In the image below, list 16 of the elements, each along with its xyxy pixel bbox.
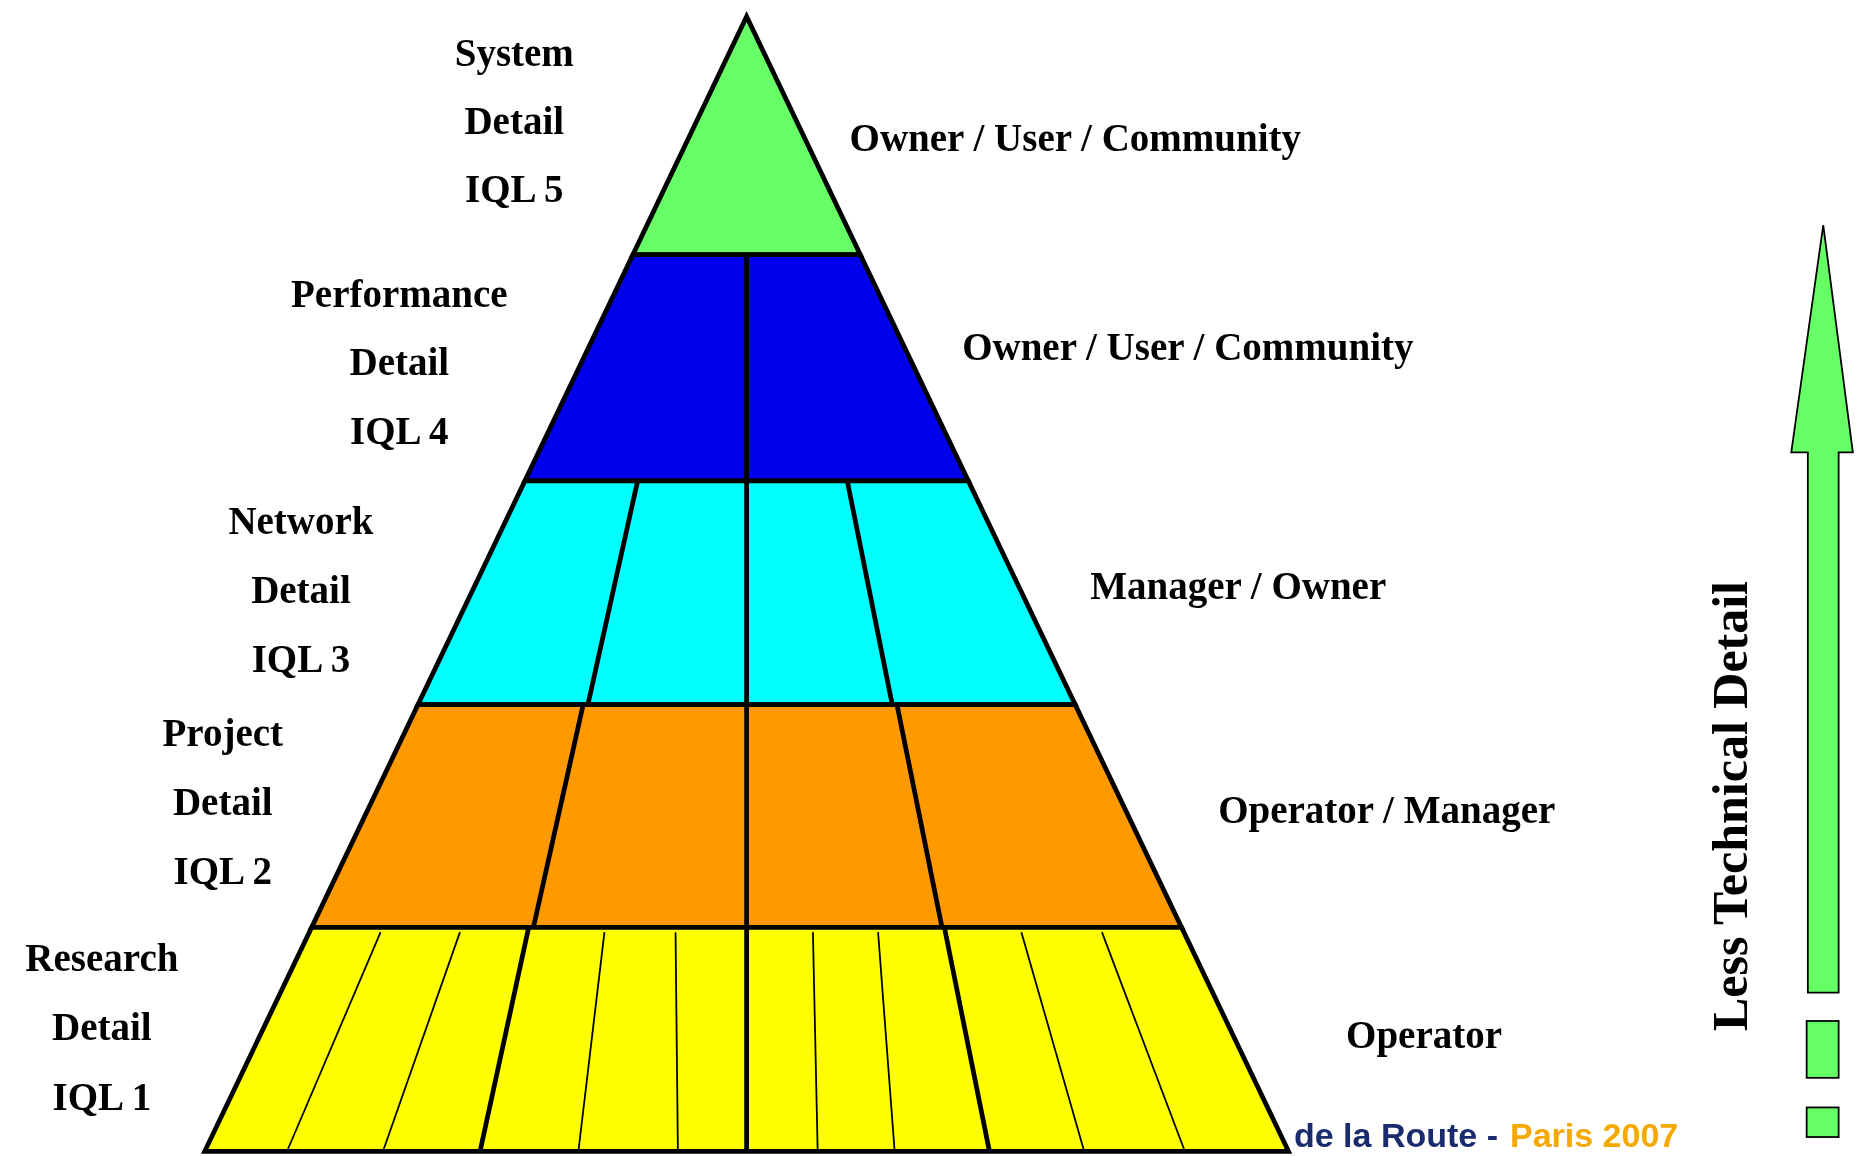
level-label: IQL 3: [251, 638, 351, 678]
footer-text: Paris 2007: [1510, 1118, 1679, 1153]
level-label: Network: [228, 500, 374, 540]
level-label: IQL 1: [52, 1076, 152, 1116]
level-label: Detail: [172, 781, 273, 821]
level-label: Detail: [349, 341, 450, 381]
level-label: IQL 2: [173, 850, 273, 890]
axis-label: Less Technical Detail: [1705, 580, 1755, 1031]
level-label: Performance: [291, 273, 508, 313]
level-label: Detail: [251, 569, 351, 609]
level-label: Detail: [52, 1006, 152, 1046]
level-label: Research: [25, 937, 179, 977]
footer-text: de la Route -: [1293, 1118, 1498, 1153]
level-label: Detail: [464, 100, 565, 140]
level-label: IQL 4: [350, 410, 449, 450]
level-label: IQL 5: [464, 168, 564, 208]
